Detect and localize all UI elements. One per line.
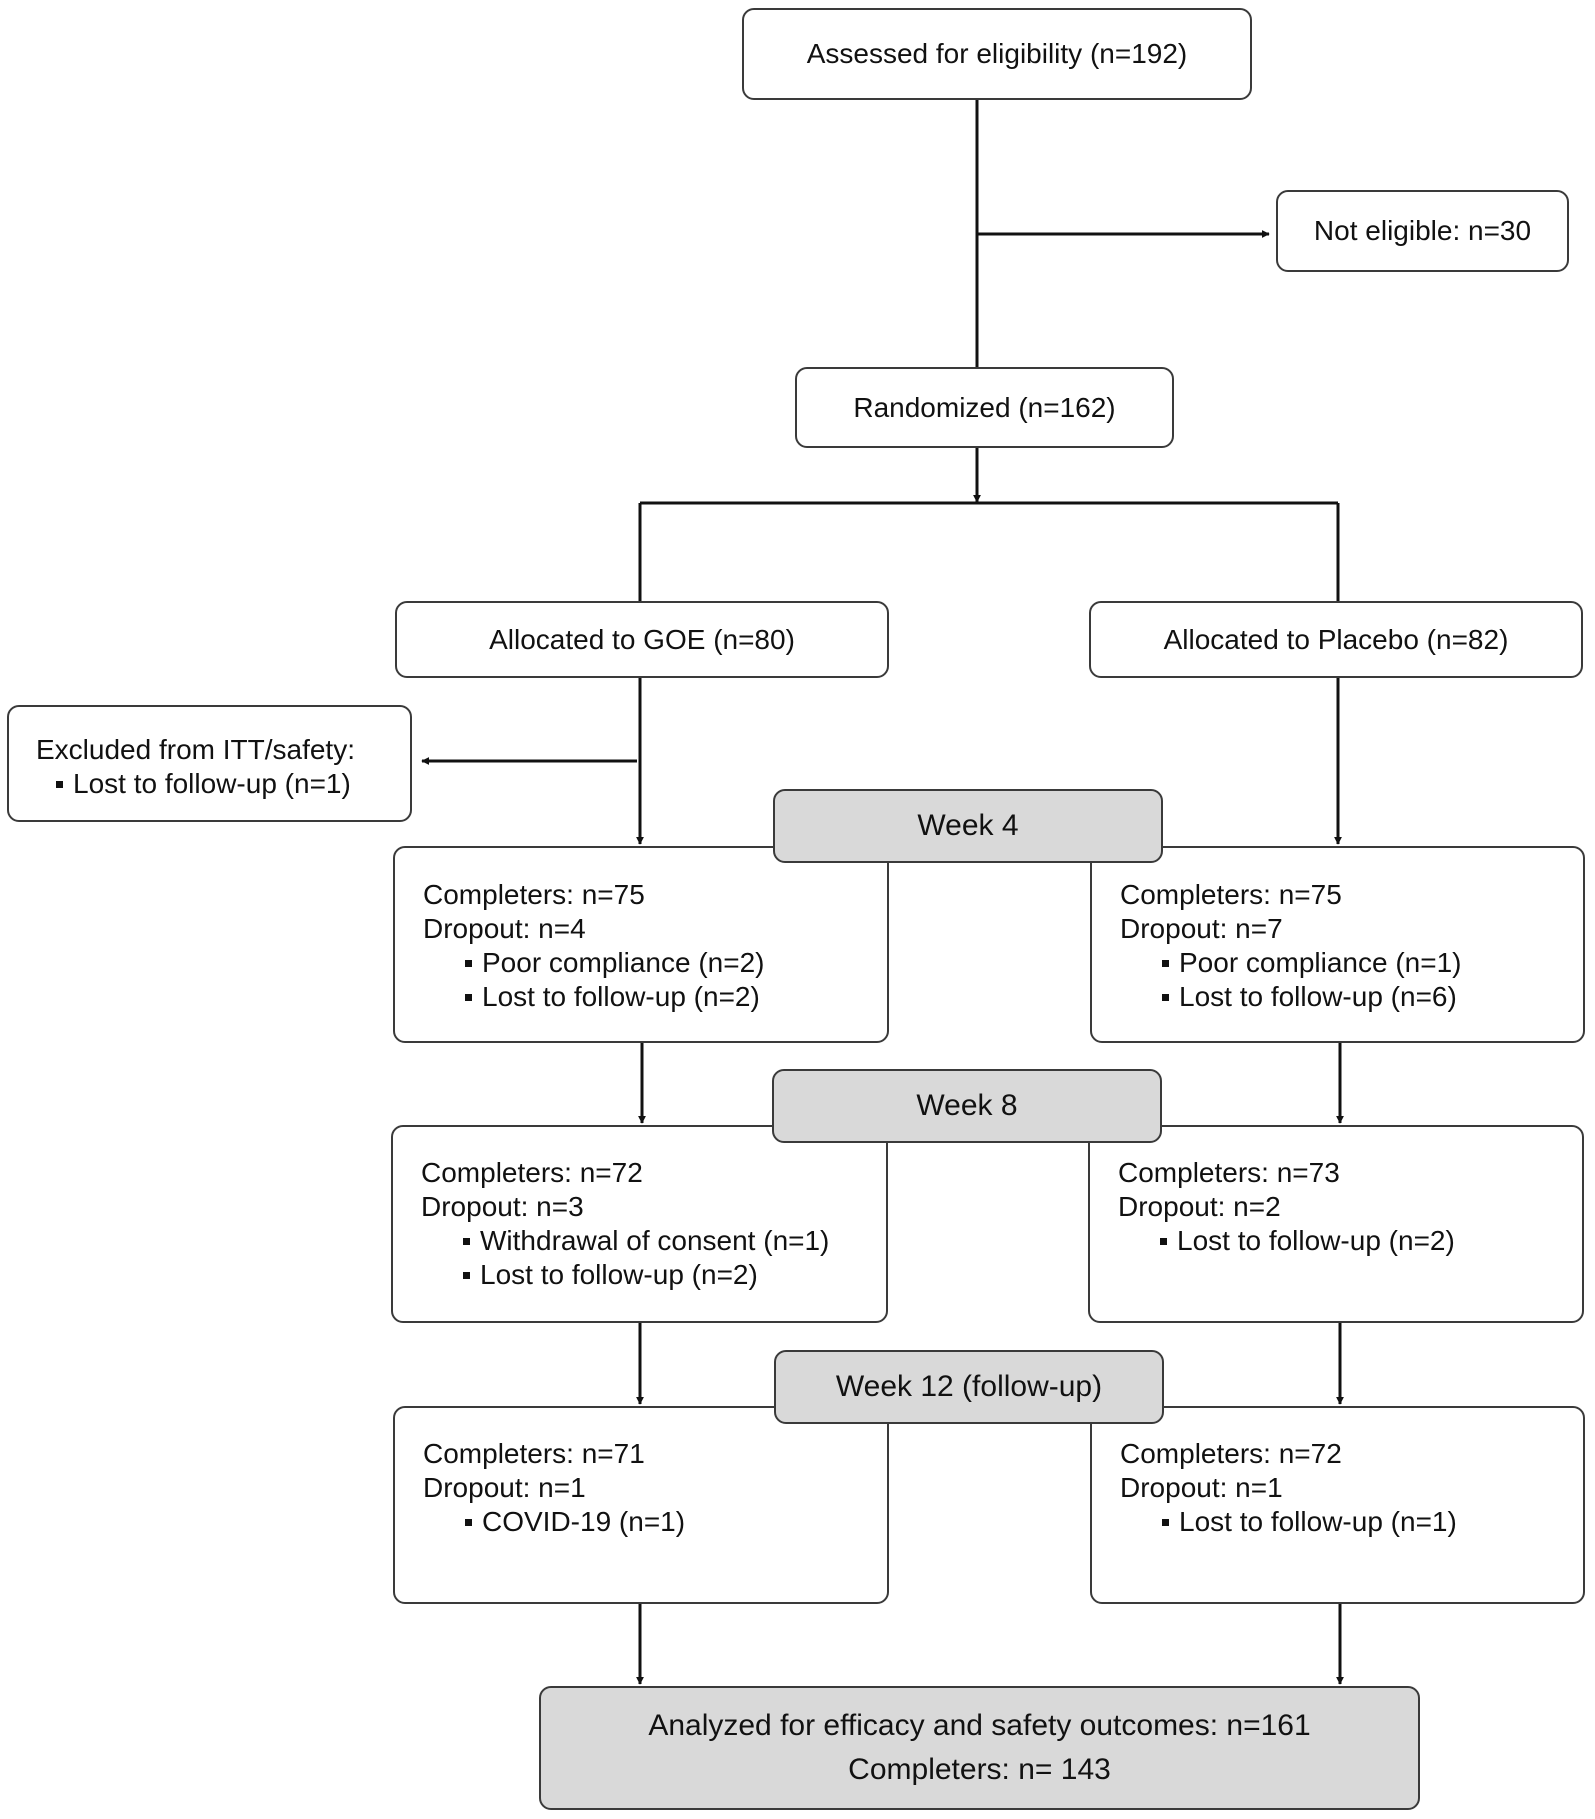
bullet-icon — [1162, 1518, 1169, 1526]
placebo-week12-completers: Completers: n=72 — [1120, 1438, 1342, 1469]
bullet-icon — [1162, 993, 1169, 1001]
bullet-icon — [1160, 1237, 1167, 1245]
goe-week4-reason-text: Poor compliance (n=2) — [482, 947, 765, 978]
goe-allocated-box: Allocated to GOE (n=80) — [395, 601, 889, 678]
bullet-icon — [463, 1237, 470, 1245]
not-eligible-label: Not eligible: n=30 — [1313, 215, 1532, 247]
placebo-week4-box: Completers: n=75 Dropout: n=7 Poor compl… — [1090, 846, 1585, 1043]
goe-week8-completers: Completers: n=72 — [421, 1157, 643, 1188]
placebo-week8-reason-text: Lost to follow-up (n=2) — [1177, 1225, 1455, 1256]
bullet-icon — [463, 1271, 470, 1279]
goe-week4-dropout: Dropout: n=4 — [423, 913, 586, 944]
placebo-week4-reason: Poor compliance (n=1) — [1120, 946, 1583, 980]
placebo-allocated-box: Allocated to Placebo (n=82) — [1089, 601, 1583, 678]
bullet-icon — [465, 993, 472, 1001]
placebo-week8-box: Completers: n=73 Dropout: n=2 Lost to fo… — [1088, 1125, 1584, 1323]
week8-label: Week 8 — [916, 1089, 1018, 1122]
placebo-week12-reason-text: Lost to follow-up (n=1) — [1179, 1506, 1457, 1537]
randomized-box: Randomized (n=162) — [795, 367, 1174, 448]
goe-excluded-box: Excluded from ITT/safety: Lost to follow… — [7, 705, 412, 822]
goe-week4-completers: Completers: n=75 — [423, 879, 645, 910]
placebo-week4-reason: Lost to follow-up (n=6) — [1120, 980, 1583, 1014]
goe-week12-reason-text: COVID-19 (n=1) — [482, 1506, 686, 1537]
placebo-week12-reason: Lost to follow-up (n=1) — [1120, 1505, 1583, 1539]
placebo-week8-completers: Completers: n=73 — [1118, 1157, 1340, 1188]
placebo-week4-reason-text: Lost to follow-up (n=6) — [1179, 981, 1457, 1012]
placebo-week12-dropout: Dropout: n=1 — [1120, 1472, 1283, 1503]
placebo-week4-reason-text: Poor compliance (n=1) — [1179, 947, 1462, 978]
randomized-label: Randomized (n=162) — [853, 391, 1116, 423]
goe-week8-reason-text: Lost to follow-up (n=2) — [480, 1259, 758, 1290]
excluded-item: Lost to follow-up (n=1) — [36, 767, 410, 801]
week12-label: Week 12 (follow-up) — [835, 1370, 1103, 1403]
week12-label-box: Week 12 (follow-up) — [774, 1350, 1164, 1424]
bullet-icon — [465, 1518, 472, 1526]
goe-week12-completers: Completers: n=71 — [423, 1438, 645, 1469]
assessed-label: Assessed for eligibility (n=192) — [806, 38, 1188, 70]
placebo-week4-dropout: Dropout: n=7 — [1120, 913, 1283, 944]
goe-week12-box: Completers: n=71 Dropout: n=1 COVID-19 (… — [393, 1406, 889, 1604]
placebo-week12-box: Completers: n=72 Dropout: n=1 Lost to fo… — [1090, 1406, 1585, 1604]
assessed-box: Assessed for eligibility (n=192) — [742, 8, 1252, 100]
goe-week4-reason-text: Lost to follow-up (n=2) — [482, 981, 760, 1012]
bullet-icon — [465, 959, 472, 967]
goe-week12-dropout: Dropout: n=1 — [423, 1472, 586, 1503]
goe-week4-reason: Lost to follow-up (n=2) — [423, 980, 887, 1014]
goe-week8-reason-text: Withdrawal of consent (n=1) — [480, 1225, 830, 1256]
goe-week8-dropout: Dropout: n=3 — [421, 1191, 584, 1222]
analyzed-line1: Analyzed for efficacy and safety outcome… — [648, 1709, 1311, 1742]
week4-label-box: Week 4 — [773, 789, 1163, 863]
goe-week8-reason: Withdrawal of consent (n=1) — [421, 1224, 886, 1258]
bullet-icon — [1162, 959, 1169, 967]
placebo-week8-reason: Lost to follow-up (n=2) — [1118, 1224, 1582, 1258]
week8-label-box: Week 8 — [772, 1069, 1162, 1143]
placebo-allocated-label: Allocated to Placebo (n=82) — [1163, 623, 1509, 655]
bullet-icon — [56, 780, 63, 788]
not-eligible-box: Not eligible: n=30 — [1276, 190, 1569, 272]
goe-week8-reason: Lost to follow-up (n=2) — [421, 1258, 886, 1292]
goe-week4-reason: Poor compliance (n=2) — [423, 946, 887, 980]
analyzed-line2: Completers: n= 143 — [848, 1753, 1111, 1786]
week4-label: Week 4 — [917, 809, 1019, 842]
goe-allocated-label: Allocated to GOE (n=80) — [489, 623, 795, 655]
analyzed-box: Analyzed for efficacy and safety outcome… — [539, 1686, 1420, 1810]
goe-week4-box: Completers: n=75 Dropout: n=4 Poor compl… — [393, 846, 889, 1043]
placebo-week8-dropout: Dropout: n=2 — [1118, 1191, 1281, 1222]
excluded-title: Excluded from ITT/safety: — [36, 734, 355, 765]
excluded-item-text: Lost to follow-up (n=1) — [73, 768, 351, 799]
goe-week8-box: Completers: n=72 Dropout: n=3 Withdrawal… — [391, 1125, 888, 1323]
placebo-week4-completers: Completers: n=75 — [1120, 879, 1342, 910]
goe-week12-reason: COVID-19 (n=1) — [423, 1505, 887, 1539]
